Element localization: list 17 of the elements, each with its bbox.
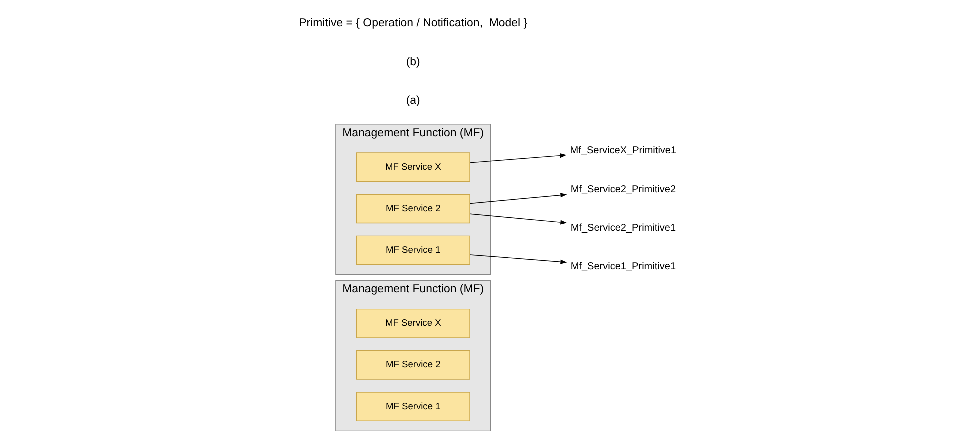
node-text: Mf_Service1_Primitive1 <box>570 262 676 273</box>
node-text: Mf_ServiceX_Primitive1 <box>570 146 676 157</box>
label: (a) <box>406 95 420 108</box>
node-text: Mf_Service2_Primitive1 <box>570 222 676 234</box>
node-box: MF Service 2 <box>356 350 470 380</box>
arrow <box>469 214 567 225</box>
arrow <box>469 193 567 204</box>
node-box: MF Service 1 <box>356 236 470 266</box>
label: (b) <box>406 56 420 68</box>
node-box: MF Service 1 <box>356 392 470 422</box>
arrow <box>469 154 566 164</box>
node-box: MF Service X <box>356 308 470 338</box>
node-text: Mf_Service2_Primitive2 <box>570 184 676 196</box>
arrow <box>469 254 567 264</box>
node-box: MF Service 2 <box>356 194 470 224</box>
node-box: MF Service X <box>356 152 470 182</box>
label: Primitive = { Operation / Notification, Model } <box>298 18 528 30</box>
